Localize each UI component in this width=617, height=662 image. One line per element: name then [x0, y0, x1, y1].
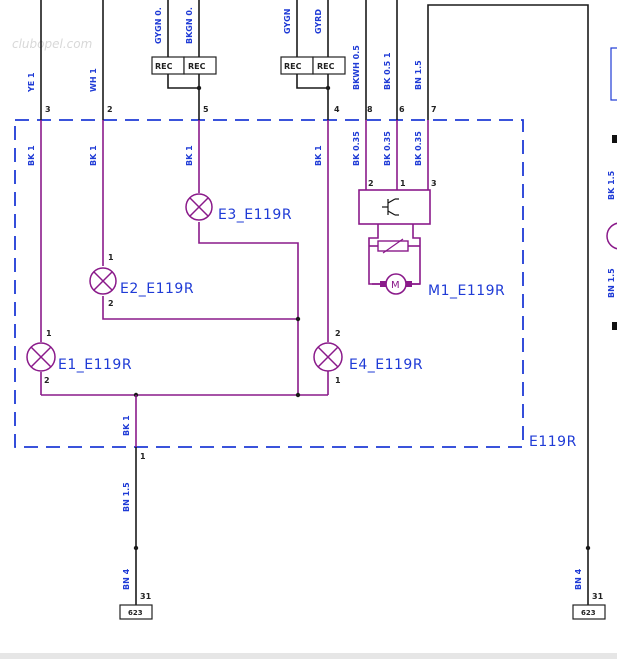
- lamp-e3-icon: [185, 193, 213, 221]
- pin-number: 8: [367, 105, 373, 114]
- ground-right: 623 31 BN 4: [572, 545, 606, 620]
- pin-number: 1: [140, 452, 146, 461]
- module-label: E119R: [529, 434, 577, 450]
- pin-number: 3: [45, 105, 51, 114]
- wire-label: BK 1: [314, 145, 323, 166]
- wire-label: GYRD: [314, 9, 323, 34]
- internal-wiring: [40, 120, 429, 398]
- lamp-e4-icon: [313, 342, 343, 372]
- incoming-wires: [40, 0, 589, 548]
- pin-number: 1: [108, 253, 114, 262]
- wire-label: BK 0.35: [383, 131, 392, 166]
- ground-left: 623 1 31 BK 1 BN 1.5 BN 4: [119, 395, 153, 620]
- wire-label: BN 4: [574, 568, 583, 590]
- wire-label: BK 0.35: [352, 131, 361, 166]
- connector-label: REC: [284, 62, 302, 71]
- pin-number: 2: [368, 179, 374, 188]
- watermark: clubopel.com: [12, 37, 92, 51]
- wire-label: BK 0.35: [414, 131, 423, 166]
- top-wire-labels: YE 1 WH 1 GYGN 0. BKGN 0. GYGN GYRD BKWH…: [27, 7, 423, 93]
- connector-rec-right: REC REC: [280, 56, 346, 75]
- pin-number: 5: [203, 105, 209, 114]
- wire-label: WH 1: [89, 68, 98, 92]
- wire-label: BK 1: [27, 145, 36, 166]
- pin-number: 2: [107, 105, 113, 114]
- wire-label: GYGN 0.: [154, 7, 163, 44]
- wire-label: YE 1: [27, 72, 36, 93]
- pin-number: 1: [400, 179, 406, 188]
- wire-label: BK 1.5: [607, 170, 616, 200]
- inner-wire-labels: BK 1 BK 1 BK 1 BK 1 BK 0.35 BK 0.35 BK 0…: [27, 131, 423, 166]
- motor-controller-box: [358, 189, 431, 225]
- pin-number: 6: [399, 105, 405, 114]
- wire-label: BKWH 0.5: [352, 45, 361, 90]
- component-label-e2: E2_E119R: [120, 281, 194, 297]
- connector-rec-left: REC REC: [151, 56, 217, 75]
- lamp-e2-icon: [89, 267, 117, 295]
- wire-label: BN 1.5: [122, 482, 131, 512]
- pin-number: 31: [592, 592, 604, 601]
- right-edge-fragment: BK 1.5 BN 1.5: [606, 47, 617, 330]
- pin-number: 3: [431, 179, 437, 188]
- connector-label: REC: [317, 62, 335, 71]
- wire-label: BN 4: [122, 568, 131, 590]
- lamp-e1-icon: [26, 342, 56, 372]
- wire-label: BK 0.5 1: [383, 52, 392, 90]
- pin-number: 7: [431, 105, 437, 114]
- pin-number: 2: [44, 376, 50, 385]
- pin-number: 31: [140, 592, 152, 601]
- connector-label: REC: [155, 62, 173, 71]
- component-label-e4: E4_E119R: [349, 357, 423, 373]
- entry-pins: 3 2 5 4 8 6 7: [45, 105, 437, 114]
- wire-label: BN 1.5: [607, 268, 616, 298]
- motor-m1: 2 1 3 M: [358, 179, 437, 295]
- component-label-e3: E3_E119R: [218, 207, 292, 223]
- pin-number: 2: [108, 299, 114, 308]
- wire-label: BKGN 0.: [185, 7, 194, 44]
- wire-label: BK 1: [185, 145, 194, 166]
- module-boundary: [14, 119, 524, 448]
- transistor-icon: [382, 198, 399, 216]
- pin-number: 2: [335, 329, 341, 338]
- wire-label: BN 1.5: [414, 60, 423, 90]
- wire-label: BK 1: [122, 415, 131, 436]
- wire-label: GYGN: [283, 9, 292, 34]
- motor-symbol: M: [391, 280, 400, 291]
- pin-number: 1: [335, 376, 341, 385]
- ground-label: 623: [128, 609, 143, 617]
- component-label-m1: M1_E119R: [428, 283, 505, 299]
- pin-number: 4: [334, 105, 340, 114]
- ground-label: 623: [581, 609, 596, 617]
- component-label-e1: E1_E119R: [58, 357, 132, 373]
- wire-label: BK 1: [89, 145, 98, 166]
- connector-label: REC: [188, 62, 206, 71]
- pin-number: 1: [46, 329, 52, 338]
